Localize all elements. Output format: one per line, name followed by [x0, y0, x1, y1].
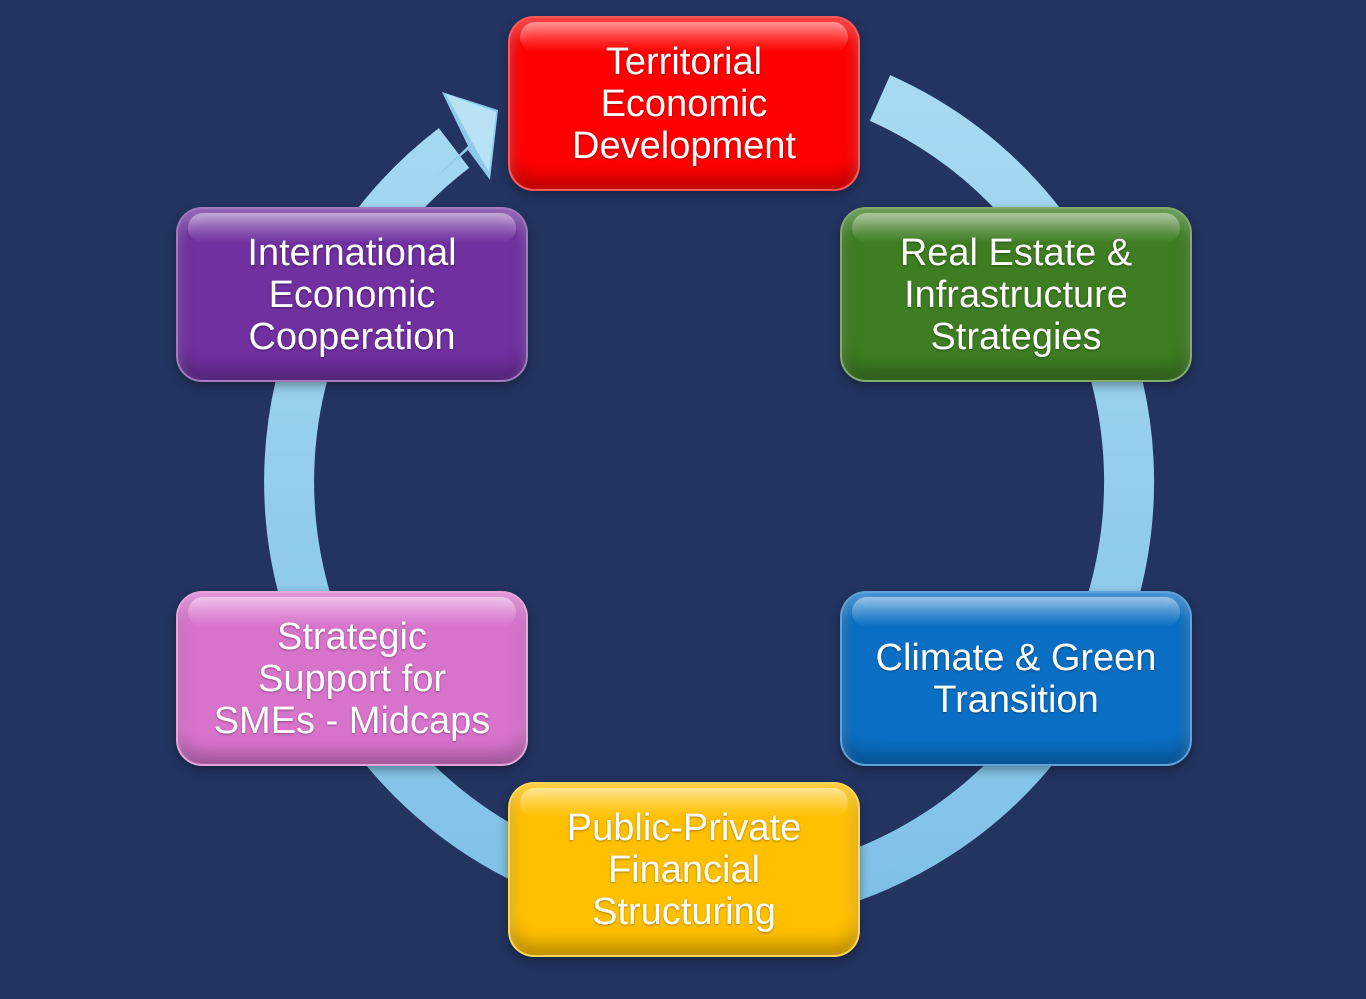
- node-label: Strategic Support for SMEs - Midcaps: [213, 615, 491, 742]
- node-territorial-economic-development: Territorial Economic Development: [508, 16, 860, 191]
- node-label: Climate & Green Transition: [875, 636, 1157, 721]
- node-strategic-support-smes-midcaps: Strategic Support for SMEs - Midcaps: [176, 591, 528, 766]
- node-label: International Economic Cooperation: [247, 231, 457, 358]
- node-label: Territorial Economic Development: [572, 40, 796, 167]
- node-climate-green-transition: Climate & Green Transition: [840, 591, 1192, 766]
- cycle-arrow-head-highlight: [446, 94, 496, 172]
- node-label: Real Estate & Infrastructure Strategies: [899, 231, 1133, 358]
- node-international-economic-cooperation: International Economic Cooperation: [176, 207, 528, 382]
- node-public-private-financial-structuring: Public-Private Financial Structuring: [508, 782, 860, 957]
- node-real-estate-infrastructure-strategies: Real Estate & Infrastructure Strategies: [840, 207, 1192, 382]
- node-label: Public-Private Financial Structuring: [566, 806, 802, 933]
